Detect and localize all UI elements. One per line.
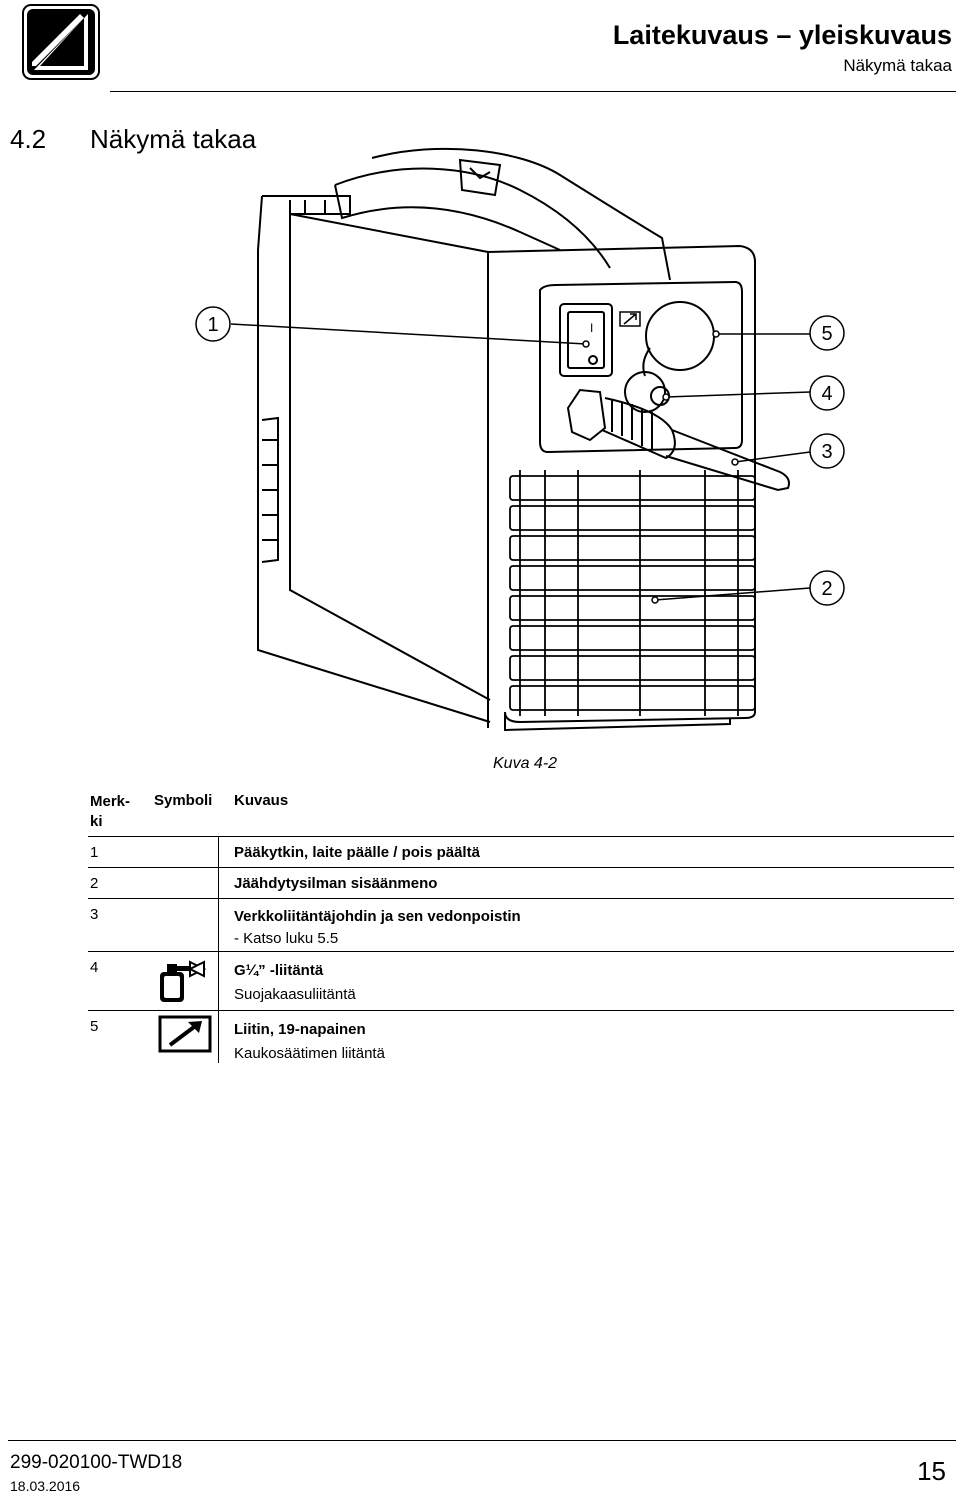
col-header-symbol: Symboli (154, 792, 213, 809)
gas-cylinder-icon (160, 960, 207, 1002)
section-title: Näkymä takaa (90, 124, 257, 154)
callout-1 (195, 306, 231, 342)
col-header-description: Kuvaus (234, 792, 289, 809)
callout-5 (809, 315, 845, 351)
callout-label-1: 1 (207, 314, 218, 336)
callout-label-2: 2 (821, 578, 832, 600)
machine-rear-view-drawing: I 1 5 (195, 147, 845, 732)
figure-caption: Kuva 4-2 (493, 755, 558, 772)
callout-label-4: 4 (821, 383, 832, 405)
section-heading: 4.2 Näkymä takaa (10, 124, 256, 155)
document-id: 299-020100-TWD18 (10, 1452, 183, 1473)
table-row: 2 Jäähdytysilman sisäänmeno (88, 868, 954, 899)
header-divider (110, 91, 956, 92)
table-row: 5 Liitin, 19-napainen Kaukosäätimen liit… (88, 1011, 954, 1063)
document-date: 18.03.2016 (10, 1478, 81, 1494)
footer-divider (8, 1440, 956, 1441)
callout-label-5: 5 (821, 323, 832, 345)
table-row: 3 Verkkoliitäntäjohdin ja sen vedonpoist… (88, 899, 954, 952)
table-row: 1 Pääkytkin, laite päälle / pois päältä (88, 837, 954, 868)
section-number: 4.2 (10, 124, 47, 154)
callout-4 (809, 375, 845, 411)
header-subtitle: Näkymä takaa (843, 56, 952, 75)
switch-on-mark: I (590, 321, 593, 335)
table-row: 4 G¼” -liitäntä Suojakaasuliitäntä (88, 952, 954, 1011)
callout-label-3: 3 (821, 441, 832, 463)
brand-logo-icon (22, 4, 100, 80)
header-title: Laitekuvaus – yleiskuvaus (612, 20, 952, 50)
legend-table: Merk- ki Symboli Kuvaus 1 Pääkytkin, lai… (88, 790, 954, 1063)
remote-control-socket-icon (158, 1015, 212, 1053)
col-header-mark: Merk- ki (90, 793, 131, 830)
callout-3 (809, 433, 845, 469)
callout-2 (809, 570, 845, 606)
page-number: 15 (917, 1456, 946, 1486)
table-header-row: Merk- ki Symboli Kuvaus (88, 790, 954, 837)
